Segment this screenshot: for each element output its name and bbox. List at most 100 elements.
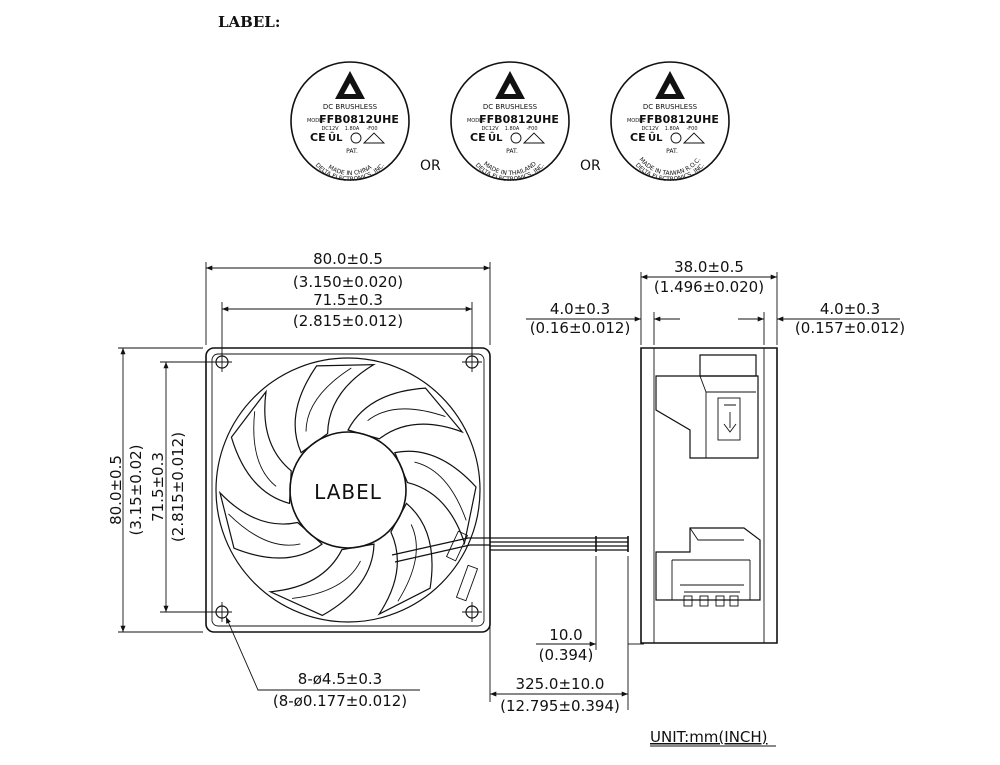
svg-text:325.0±10.0: 325.0±10.0 xyxy=(516,675,605,693)
fan-blade-edge xyxy=(253,411,277,487)
tuv-mark-icon xyxy=(510,132,522,144)
dim-strip: 10.0 (0.394) xyxy=(536,556,644,710)
front-view: LABEL xyxy=(205,347,629,633)
fan-frame xyxy=(205,347,491,633)
label-model: FFB0812UHE xyxy=(639,113,719,126)
fan-blade-edge xyxy=(367,408,446,422)
svg-text:71.5±0.3: 71.5±0.3 xyxy=(149,452,167,522)
label-spec-current: 1.80A xyxy=(505,126,520,132)
fan-blade xyxy=(394,450,477,546)
cert-mark-icon xyxy=(362,132,386,144)
dim-flange-right: 4.0±0.3 (0.157±0.012) xyxy=(738,300,905,345)
svg-text:80.0±0.5: 80.0±0.5 xyxy=(313,250,383,268)
label-spec-current: 1.80A xyxy=(345,126,360,132)
fan-blade-edge xyxy=(397,524,417,602)
ce-mark-icon: CE xyxy=(310,131,326,144)
ul-mark-icon: ÛL xyxy=(328,131,343,144)
svg-text:(3.150±0.020): (3.150±0.020) xyxy=(293,273,403,291)
tuv-mark-icon xyxy=(350,132,362,144)
svg-text:(1.496±0.020): (1.496±0.020) xyxy=(654,278,764,296)
fan-frame-inner xyxy=(211,353,485,627)
svg-text:(2.815±0.012): (2.815±0.012) xyxy=(293,312,403,330)
cert-mark-icon xyxy=(522,132,546,144)
side-view xyxy=(640,347,778,644)
label-title: LABEL: xyxy=(218,13,280,31)
dim-holes: 8-ø4.5±0.3 (8-ø0.177±0.012) xyxy=(225,616,420,710)
svg-text:4.0±0.3: 4.0±0.3 xyxy=(820,300,880,318)
label-pat: PAT. xyxy=(506,148,518,155)
airflow-indicator xyxy=(717,397,741,441)
label-model: FFB0812UHE xyxy=(319,113,399,126)
svg-text:(0.394): (0.394) xyxy=(539,646,594,664)
svg-text:8-ø4.5±0.3: 8-ø4.5±0.3 xyxy=(298,670,382,688)
dim-lead: 325.0±10.0 (12.795±0.394) xyxy=(489,562,628,715)
dim-hole-pitch: 71.5±0.3 (2.815±0.012) xyxy=(221,291,473,356)
cert-mark-icon xyxy=(682,132,706,144)
label-model-prefix: MODEL xyxy=(307,118,325,124)
fan-hub xyxy=(289,431,407,549)
side-strut-upper xyxy=(655,375,759,459)
wire-harness xyxy=(391,530,629,602)
dim-flange-left: 4.0±0.3 (0.16±0.012) xyxy=(526,300,680,345)
label-spec-code: -F00 xyxy=(686,126,697,132)
fan-blade xyxy=(377,502,433,616)
label-spec-voltage: DC12V xyxy=(321,126,339,132)
fan-blade-edge xyxy=(305,367,352,432)
ce-mark-icon: CE xyxy=(470,131,486,144)
unit-note: UNIT:mm(INCH) xyxy=(650,728,768,746)
fan-blades xyxy=(218,363,477,617)
svg-text:(2.815±0.012): (2.815±0.012) xyxy=(169,432,187,542)
hub-label: LABEL xyxy=(314,480,382,504)
label-line1: DC BRUSHLESS xyxy=(643,103,698,111)
label-model-prefix: MODEL xyxy=(627,118,645,124)
fan-blade xyxy=(230,389,292,505)
dim-depth: 38.0±0.5 (1.496±0.020) xyxy=(640,258,778,345)
mounting-holes xyxy=(212,352,482,622)
svg-text:(0.16±0.012): (0.16±0.012) xyxy=(530,319,631,337)
dim-height-pitch: 71.5±0.3 (2.815±0.012) xyxy=(149,361,216,613)
svg-text:(0.157±0.012): (0.157±0.012) xyxy=(795,319,905,337)
label-spec-voltage: DC12V xyxy=(481,126,499,132)
ul-mark-icon: ÛL xyxy=(488,131,503,144)
svg-text:4.0±0.3: 4.0±0.3 xyxy=(550,300,610,318)
label-line1: DC BRUSHLESS xyxy=(323,103,378,111)
fan-blade xyxy=(268,543,375,617)
fan-blade-edge xyxy=(228,513,301,546)
label-model: FFB0812UHE xyxy=(479,113,559,126)
label-spec-current: 1.80A xyxy=(665,126,680,132)
dim-width-outer: 80.0±0.5 (3.150±0.020) xyxy=(205,250,491,345)
fan-blade-edge xyxy=(414,461,467,521)
fan-blade xyxy=(218,490,323,559)
label-spec-code: -F00 xyxy=(526,126,537,132)
label-spec-voltage: DC12V xyxy=(641,126,659,132)
side-strut-lower xyxy=(655,527,761,601)
label-model-prefix: MODEL xyxy=(467,118,485,124)
or-separator-1: OR xyxy=(420,158,441,174)
airflow-arrow-icon xyxy=(723,404,737,433)
fan-blade-edge xyxy=(292,560,361,599)
svg-text:71.5±0.3: 71.5±0.3 xyxy=(313,291,383,309)
svg-text:(12.795±0.394): (12.795±0.394) xyxy=(500,697,620,715)
label-pat: PAT. xyxy=(666,148,678,155)
fan-blade xyxy=(347,387,465,440)
svg-text:(3.15±0.02): (3.15±0.02) xyxy=(127,444,145,535)
dim-height-outer: 80.0±0.5 (3.15±0.02) xyxy=(107,347,203,633)
svg-text:10.0: 10.0 xyxy=(549,626,582,644)
fan-venturi xyxy=(215,357,481,623)
label-spec-code: -F00 xyxy=(366,126,377,132)
ce-mark-icon: CE xyxy=(630,131,646,144)
label-pat: PAT. xyxy=(346,148,358,155)
svg-text:80.0±0.5: 80.0±0.5 xyxy=(107,455,125,525)
tuv-mark-icon xyxy=(670,132,682,144)
or-separator-2: OR xyxy=(580,158,601,174)
svg-text:(8-ø0.177±0.012): (8-ø0.177±0.012) xyxy=(273,692,407,710)
label-line1: DC BRUSHLESS xyxy=(483,103,538,111)
ul-mark-icon: ÛL xyxy=(648,131,663,144)
fan-blade xyxy=(294,363,376,454)
svg-text:38.0±0.5: 38.0±0.5 xyxy=(674,258,744,276)
